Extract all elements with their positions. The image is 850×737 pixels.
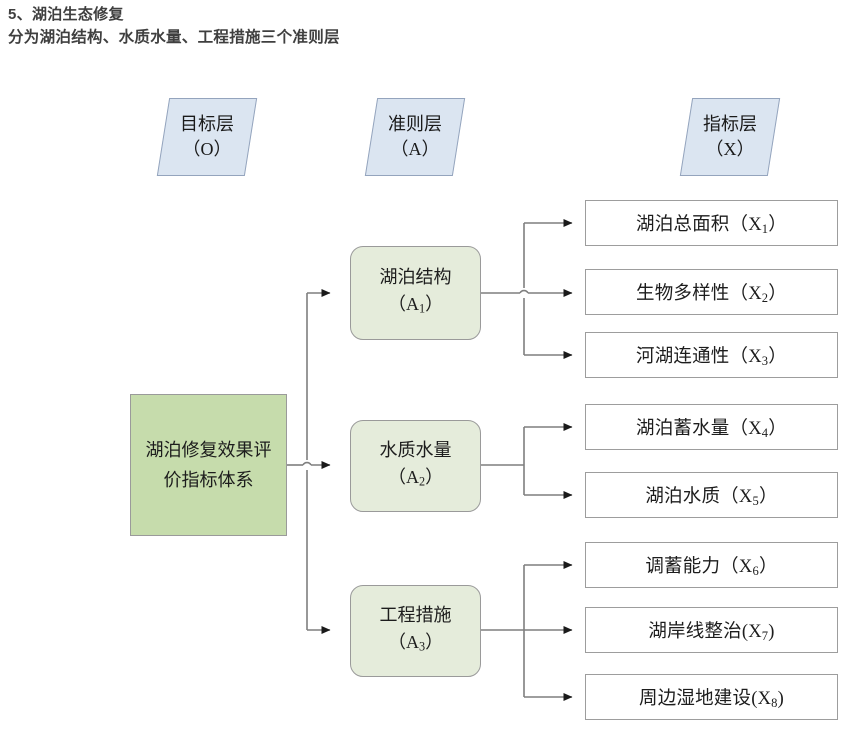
criteria-box-a1-code: （A1） [387, 293, 444, 316]
indicator-box-x3-label: 河湖连通性（X3） [636, 346, 787, 368]
criteria-box-a3[interactable]: 工程措施 （A3） [350, 585, 481, 677]
page-headings: 5、湖泊生态修复 分为湖泊结构、水质水量、工程措施三个准则层 [8, 4, 340, 50]
indicator-box-x1[interactable]: 湖泊总面积（X1） [585, 200, 838, 246]
indicator-box-x2[interactable]: 生物多样性（X2） [585, 269, 838, 315]
indicator-box-x8[interactable]: 周边湿地建设(X8) [585, 674, 838, 720]
indicator-box-x5-label: 湖泊水质（X5） [645, 486, 778, 508]
criteria-box-a2-code: （A2） [387, 466, 444, 489]
criteria-box-a1-label: 湖泊结构 [379, 266, 452, 287]
indicator-box-x1-label: 湖泊总面积（X1） [636, 214, 787, 236]
criteria-box-a3-code: （A3） [387, 631, 444, 654]
criteria-box-a1[interactable]: 湖泊结构 （A1） [350, 246, 481, 340]
indicator-box-x6[interactable]: 调蓄能力（X6） [585, 542, 838, 588]
goal-layer-tag-line1: 目标层 [180, 114, 234, 134]
indicator-layer-tag-line2: （X） [705, 139, 755, 159]
criteria-layer-tag: 准则层 （A） [364, 98, 466, 176]
indicator-box-x7-label: 湖岸线整治(X7) [648, 621, 775, 643]
criteria-box-a2[interactable]: 水质水量 （A2） [350, 420, 481, 512]
indicator-box-x4-label: 湖泊蓄水量（X4） [636, 418, 787, 440]
goal-box-label: 湖泊修复效果评价指标体系 [145, 440, 272, 490]
indicator-box-x2-label: 生物多样性（X2） [636, 283, 787, 305]
goal-layer-tag: 目标层 （O） [156, 98, 258, 176]
indicator-layer-tag-line1: 指标层 [703, 114, 757, 134]
goal-box[interactable]: 湖泊修复效果评价指标体系 [130, 394, 287, 536]
indicator-box-x4[interactable]: 湖泊蓄水量（X4） [585, 404, 838, 450]
indicator-box-x8-label: 周边湿地建设(X8) [639, 688, 784, 710]
criteria-layer-tag-line2: （A） [390, 139, 440, 159]
heading-primary: 5、湖泊生态修复 [8, 6, 124, 23]
indicator-box-x3[interactable]: 河湖连通性（X3） [585, 332, 838, 378]
heading-secondary: 分为湖泊结构、水质水量、工程措施三个准则层 [8, 29, 340, 46]
indicator-box-x7[interactable]: 湖岸线整治(X7) [585, 607, 838, 653]
criteria-box-a3-label: 工程措施 [379, 604, 452, 625]
indicator-layer-tag: 指标层 （X） [679, 98, 781, 176]
indicator-box-x5[interactable]: 湖泊水质（X5） [585, 472, 838, 518]
criteria-layer-tag-line1: 准则层 [388, 114, 442, 134]
goal-layer-tag-line2: （O） [182, 139, 232, 159]
criteria-box-a2-label: 水质水量 [379, 439, 452, 460]
indicator-box-x6-label: 调蓄能力（X6） [645, 556, 778, 578]
